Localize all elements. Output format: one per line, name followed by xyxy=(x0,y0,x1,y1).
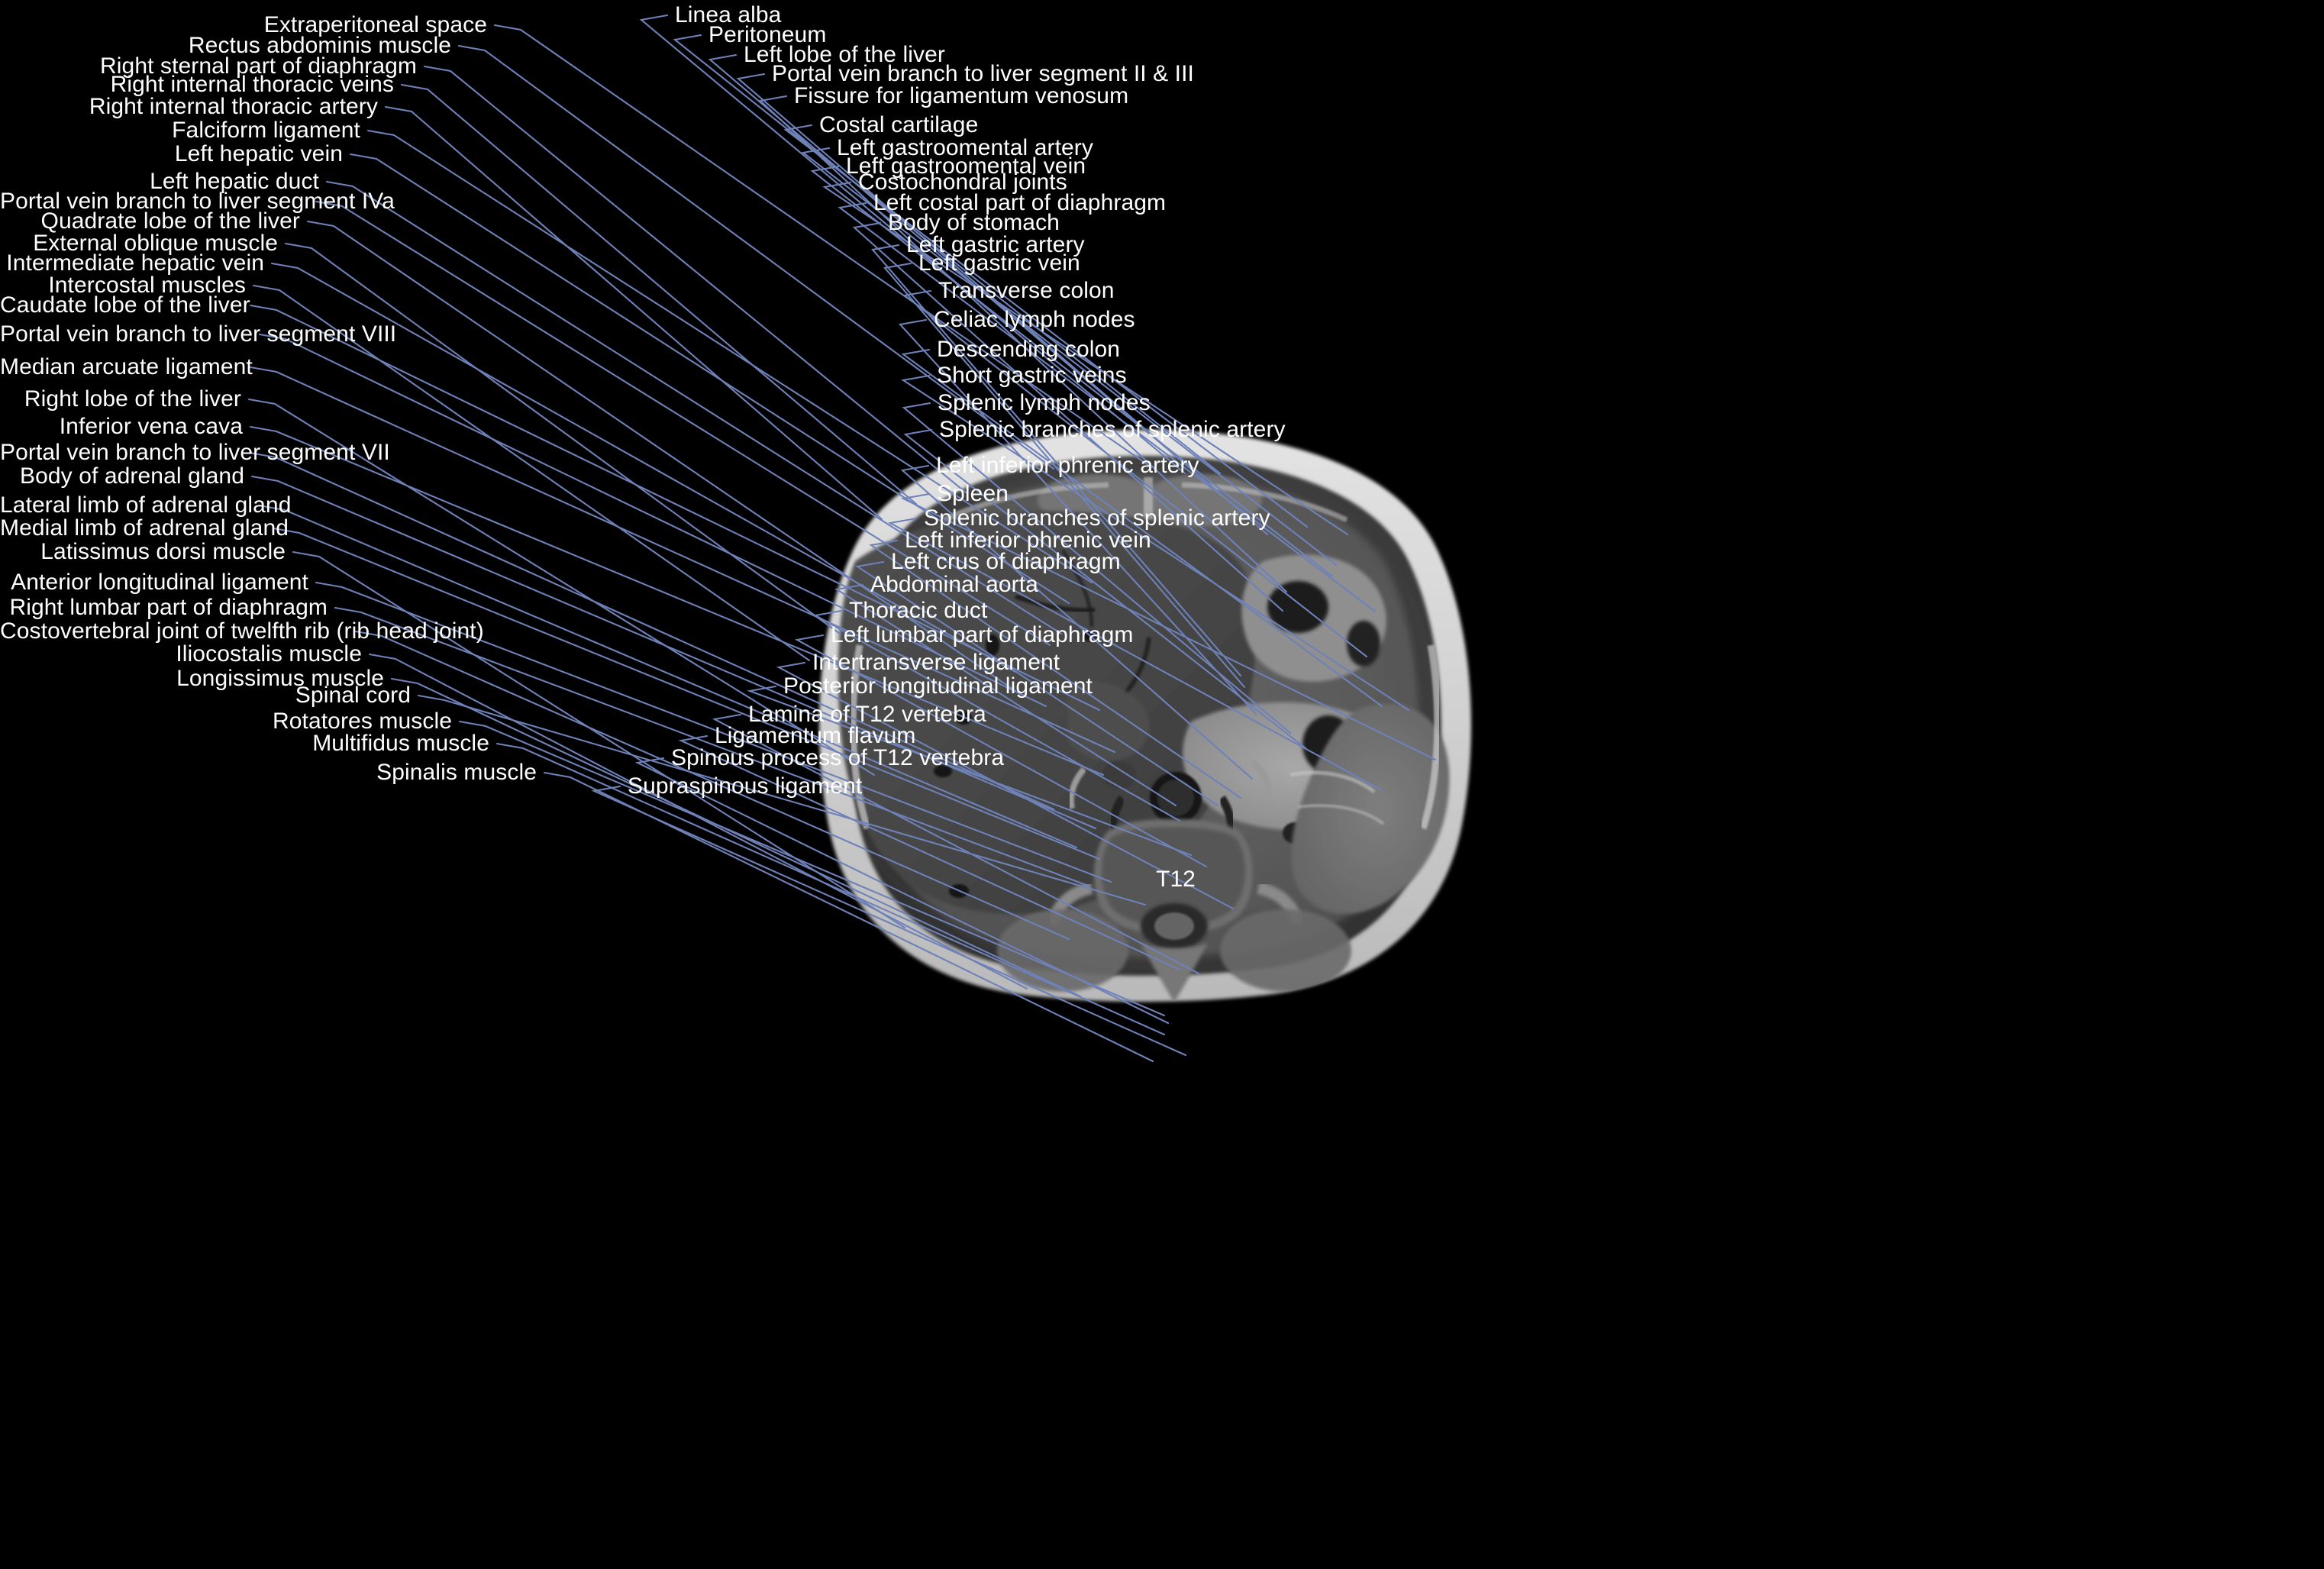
anatomy-label: Left inferior phrenic artery xyxy=(936,453,1199,478)
leader-line xyxy=(284,242,841,635)
anatomy-label: Portal vein branch to liver segment IVa xyxy=(0,189,395,214)
anatomy-label: Costovertebral joint of twelfth rib (rib… xyxy=(0,618,484,644)
anatomy-label: Longissimus muscle xyxy=(176,666,384,691)
anatomy-label: Left gastroomental vein xyxy=(846,153,1086,179)
anatomy-label: External oblique muscle xyxy=(33,231,278,256)
anatomy-label: Portal vein branch to liver segment VII xyxy=(0,440,390,465)
anatomy-label: Right lobe of the liver xyxy=(24,386,241,412)
anatomy-label: Falciform ligament xyxy=(172,118,360,143)
anatomy-label: Caudate lobe of the liver xyxy=(0,292,250,318)
anatomy-label: Thoracic duct xyxy=(849,598,988,623)
anatomy-label: Medial limb of adrenal gland xyxy=(0,515,289,541)
anatomy-label: Rotatores muscle xyxy=(272,709,452,734)
anatomy-label: Left inferior phrenic vein xyxy=(905,528,1151,553)
anatomy-label: Posterior longitudinal ligament xyxy=(783,673,1093,699)
anatomy-label: Intertransverse ligament xyxy=(812,650,1060,675)
anatomy-label: Multifidus muscle xyxy=(312,731,489,756)
anatomy-label: Right sternal part of diaphragm xyxy=(100,53,417,79)
anatomy-label: Right lumbar part of diaphragm xyxy=(9,595,328,620)
anatomy-label: Supraspinous ligament xyxy=(628,773,863,799)
anatomy-label: Intercostal muscles xyxy=(48,273,246,298)
anatomy-label: Peritoneum xyxy=(708,22,827,47)
anatomy-label: Right internal thoracic artery xyxy=(89,94,378,119)
anatomy-label: Descending colon xyxy=(937,337,1121,362)
anatomy-label: Left crus of diaphragm xyxy=(891,549,1121,574)
anatomy-label: Anterior longitudinal ligament xyxy=(11,570,308,595)
anatomy-label: Abdominal aorta xyxy=(870,572,1038,597)
anatomy-label: Lateral limb of adrenal gland xyxy=(0,492,292,518)
anatomy-label: Costal cartilage xyxy=(819,112,979,137)
anatomy-label: Spinous process of T12 vertebra xyxy=(671,745,1005,770)
anatomy-label: Costochondral joints xyxy=(858,169,1067,195)
anatomy-label: Rectus abdominis muscle xyxy=(188,33,451,58)
anatomy-label: Quadrate lobe of the liver xyxy=(40,208,300,234)
anatomy-label: Body of stomach xyxy=(888,210,1060,235)
anatomy-label: Spinal cord xyxy=(295,683,411,708)
anatomy-label: Portal vein branch to liver segment II &… xyxy=(772,61,1194,86)
anatomy-label: Left hepatic vein xyxy=(174,141,343,166)
anatomy-label: Short gastric veins xyxy=(937,363,1127,388)
anatomy-label: Inferior vena cava xyxy=(59,414,243,439)
anatomy-label: Lamina of T12 vertebra xyxy=(748,702,986,727)
anatomy-label: Left gastric artery xyxy=(906,232,1085,257)
anatomy-label: Splenic lymph nodes xyxy=(938,390,1151,415)
anatomy-label: Median arcuate ligament xyxy=(0,354,253,379)
anatomy-label: Latissimus dorsi muscle xyxy=(40,539,286,564)
vertebra-marker-t12: T12 xyxy=(1156,867,1196,892)
anatomy-label: Left lobe of the liver xyxy=(744,42,946,67)
anatomy-label: Transverse colon xyxy=(938,278,1115,303)
anatomy-label: Right internal thoracic veins xyxy=(110,72,394,97)
anatomy-label: Iliocostalis muscle xyxy=(176,641,362,667)
anatomy-label: Left lumbar part of diaphragm xyxy=(831,622,1134,647)
anatomy-label: Spinalis muscle xyxy=(376,760,537,785)
anatomy-label: Splenic branches of splenic artery xyxy=(939,417,1286,442)
anatomy-label: Portal vein branch to liver segment VIII xyxy=(0,321,397,347)
anatomy-label: Body of adrenal gland xyxy=(20,463,244,489)
anatomy-label: Left costal part of diaphragm xyxy=(873,190,1167,215)
anatomy-label: Fissure for ligamentum venosum xyxy=(794,83,1129,108)
anatomy-label: Left gastric vein xyxy=(918,250,1080,276)
anatomy-label: Splenic branches of splenic artery xyxy=(924,505,1270,531)
anatomy-label: Extraperitoneal space xyxy=(263,12,487,37)
anatomy-label: Intermediate hepatic vein xyxy=(6,250,264,276)
anatomy-label: Ligamentum flavum xyxy=(715,723,916,748)
anatomy-label: Celiac lymph nodes xyxy=(934,307,1135,332)
anatomy-label: Left hepatic duct xyxy=(150,169,319,194)
anatomy-label: Linea alba xyxy=(675,2,782,27)
anatomy-label: Spleen xyxy=(937,481,1009,506)
anatomy-label: Left gastroomental artery xyxy=(837,135,1094,160)
